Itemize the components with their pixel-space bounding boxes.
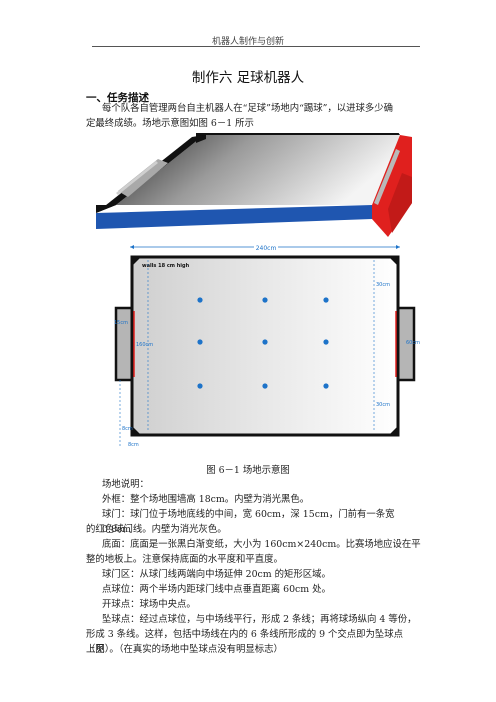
note-line: 坠球点：经过点球位，与中场线平行，形成 2 条线；再将球场纵向 4 等份， [102, 614, 417, 625]
note-line: 外框：整个场地围墙高 18cm。内壁为消光黑色。 [102, 494, 310, 505]
note-line: 形成 3 条线。这样，包括中场线在内的 6 条线所形成的 9 个交点即为坠球点（… [86, 629, 404, 656]
note-line: 开球点：球场中央点。 [102, 599, 196, 610]
floor-3d [116, 135, 400, 205]
note-line: 的红色球门线。内壁为消光灰色。 [86, 524, 227, 535]
note-line: 整的地板上。注意保持底面的水平度和平直度。 [86, 554, 283, 565]
back-wall [203, 133, 400, 135]
dim-label-8-bottom: 8cm [128, 442, 139, 448]
dim-label-30-top: 30cm [376, 282, 390, 288]
figure-caption: 图 6－1 场地示意图 [206, 465, 290, 476]
section-heading: 一、任务描述 [86, 92, 149, 104]
drop-point-dot [262, 297, 268, 303]
intro-line-2: 定最终成绩。场地示意图如图 6－1 所示 [86, 118, 254, 129]
dim-label-30-bottom: 30cm [376, 402, 390, 408]
note-line: 点球位：两个半场内距球门线中点垂直距离 60cm 处。 [102, 584, 331, 595]
front-wall-blue [96, 205, 372, 229]
right-goal-3d [374, 149, 400, 205]
intro-line-1: 每个队各自管理两台自主机器人在“足球”场地内“踢球”，以进球多少确 [102, 103, 394, 114]
drop-point-dot [323, 383, 329, 389]
dim-label-160: 160cm [136, 342, 153, 348]
dim-label-240: 240cm [256, 245, 277, 252]
dot-grid [197, 297, 329, 389]
running-header: 机器人制作与创新 [211, 37, 284, 47]
dim-label-8-side: 8cm [122, 426, 133, 432]
page-title: 制作六 足球机器人 [191, 70, 305, 86]
note-line: 球门：球门位于场地底线的中间，宽 60cm，深 15cm，门前有一条宽 0.8c… [102, 509, 395, 536]
field-top-view: 240cm walls 18 cm high 15cm 160cm 60cm 3… [114, 242, 420, 448]
field-boundary [130, 255, 400, 437]
drop-point-dot [197, 297, 203, 303]
drop-point-dot [197, 339, 203, 345]
drop-point-dot [262, 339, 268, 345]
drop-point-dot [262, 383, 268, 389]
field-3d-illustration [96, 133, 412, 237]
left-goal [114, 306, 134, 382]
note-line: 底面：底面是一张黑白渐变纸，大小为 160cm×240cm。比赛场地应设在平 [102, 539, 421, 550]
header-rule [92, 46, 420, 47]
dim-label-60: 60cm [406, 340, 420, 346]
walls-label: walls 18 cm high [142, 263, 190, 269]
dim-label-15: 15cm [114, 320, 128, 326]
note-line: 场地说明： [102, 479, 149, 490]
note-line: 球门区：从球门线两端向中场延伸 20cm 的矩形区域。 [102, 569, 331, 580]
drop-point-dot [323, 339, 329, 345]
left-goal-3d [118, 159, 168, 197]
note-line: 上图）。（在真实的场地中坠球点没有明显标志） [86, 644, 283, 655]
drop-point-dot [323, 297, 329, 303]
drop-point-dot [197, 383, 203, 389]
